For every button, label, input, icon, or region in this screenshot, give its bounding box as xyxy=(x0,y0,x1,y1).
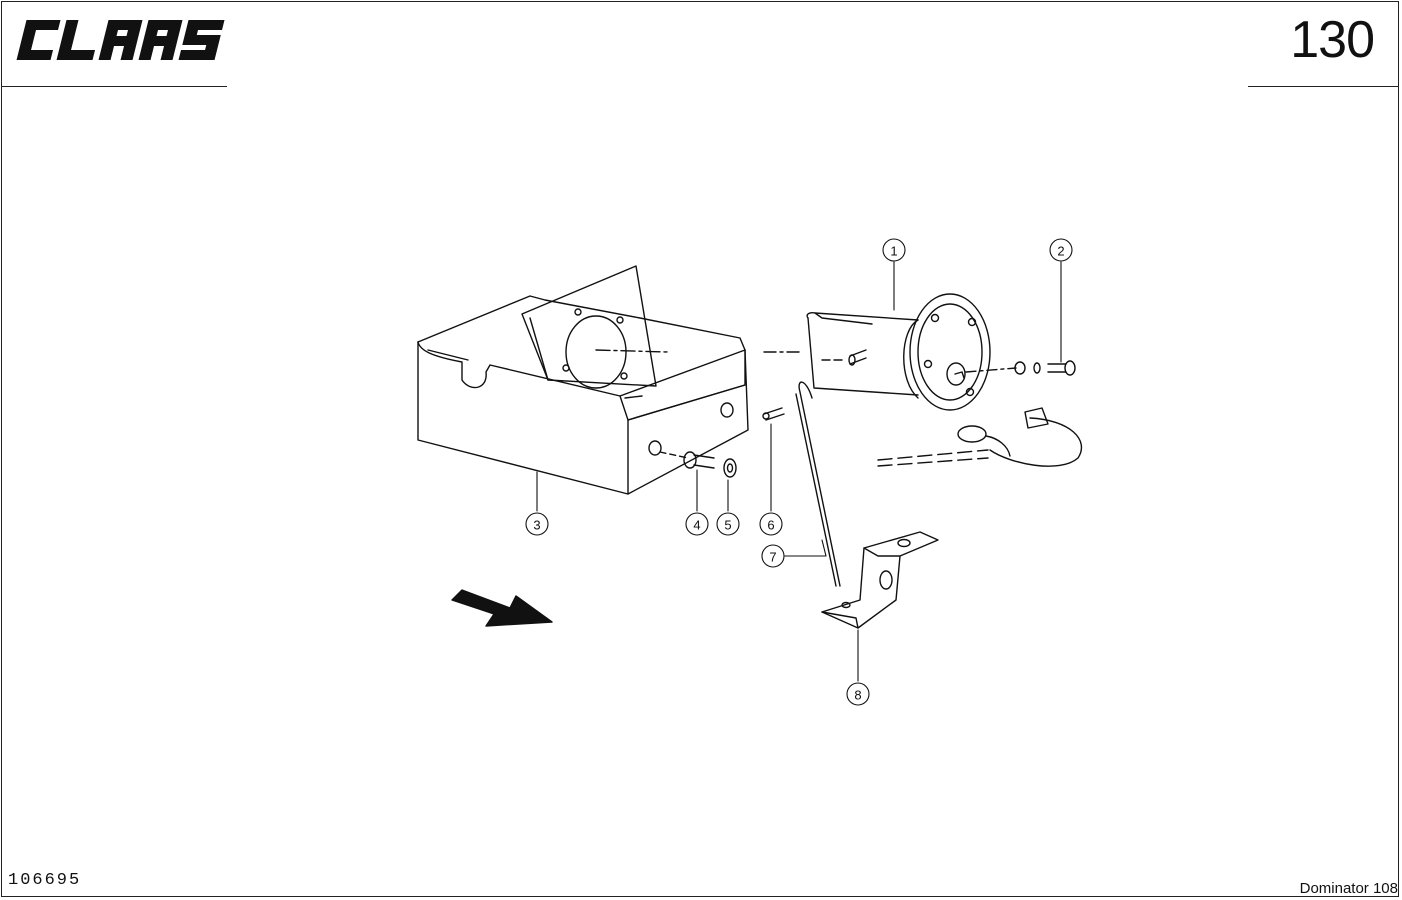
header-rule-right xyxy=(1248,86,1398,87)
drawing-number: 106695 xyxy=(8,871,82,890)
callout-6: 6 xyxy=(767,518,774,533)
callout-5: 5 xyxy=(724,518,731,533)
part-housing-box xyxy=(417,295,749,495)
part-bracket xyxy=(821,531,939,629)
callout-2: 2 xyxy=(1057,244,1064,259)
part-nut-bolt xyxy=(1014,360,1076,376)
callout-8: 8 xyxy=(854,688,861,703)
claas-logo xyxy=(16,20,225,60)
callout-3: 3 xyxy=(533,518,540,533)
callout-1: 1 xyxy=(890,244,897,259)
callout-circles xyxy=(525,238,1073,706)
part-small-screw xyxy=(762,407,785,421)
part-flange-plate xyxy=(521,265,669,389)
part-electric-motor xyxy=(763,293,1017,411)
part-bent-rod xyxy=(795,381,841,587)
callout-7: 7 xyxy=(769,550,776,565)
model-name: Dominator 108 xyxy=(1299,880,1398,897)
callout-leaders xyxy=(536,261,1062,682)
header-rule-left xyxy=(1,86,227,87)
callout-4: 4 xyxy=(693,518,700,533)
page-number: 130 xyxy=(1290,11,1375,69)
part-cable-harness xyxy=(877,407,1083,467)
part-bolt-washer xyxy=(659,451,737,478)
direction-arrow xyxy=(451,589,553,627)
